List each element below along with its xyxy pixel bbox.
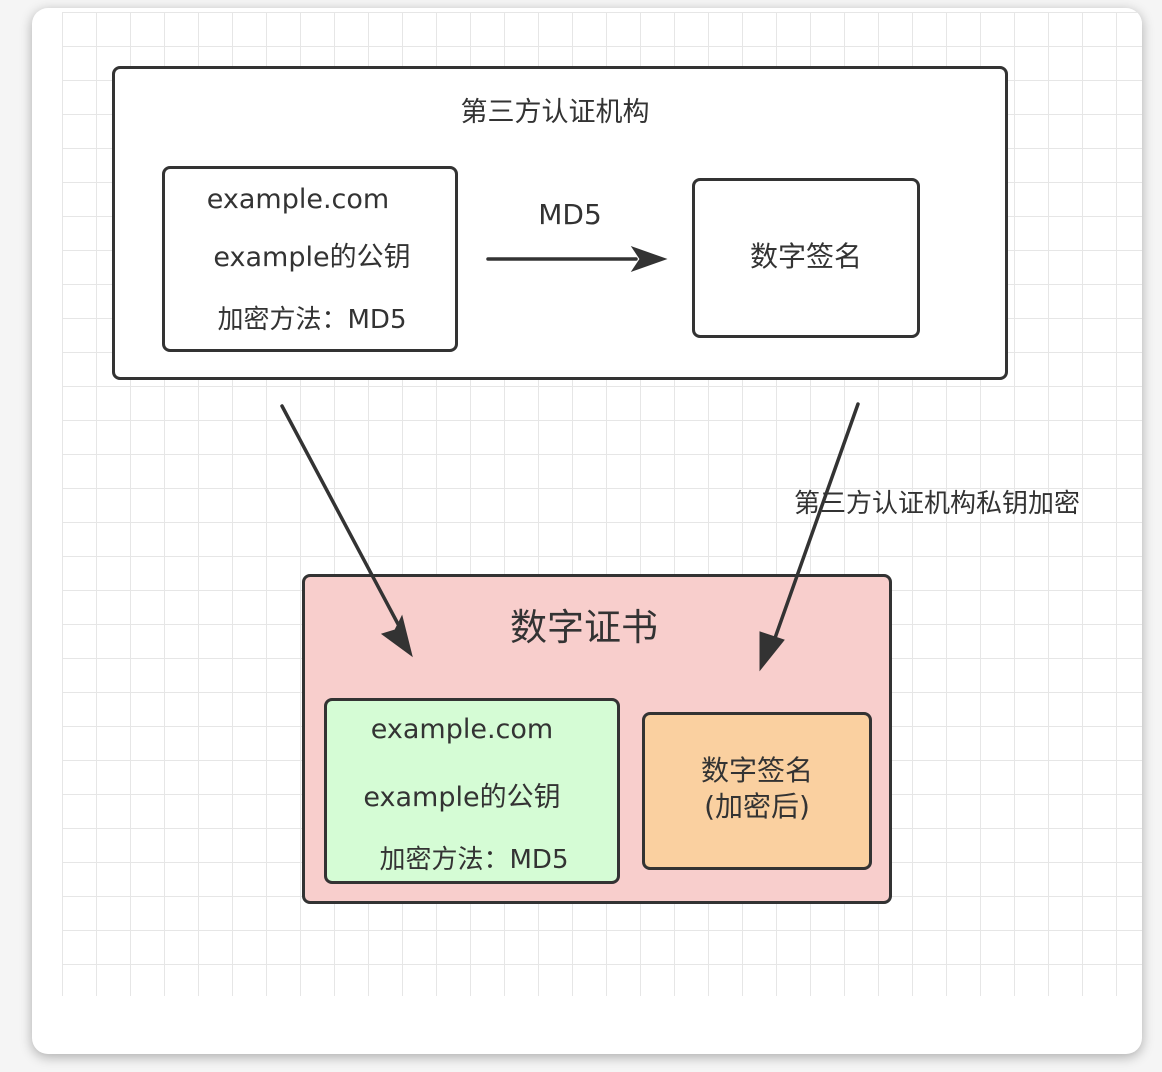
source-domain: example.com [206,184,390,215]
source-encryption-method: 加密方法：MD5 [217,305,407,335]
source-info-box [162,166,458,352]
certificate-encryption-method: 加密方法：MD5 [379,845,569,875]
certificate-content-box [324,698,620,884]
certificate-public-key: example的公钥 [363,782,561,813]
source-public-key: example的公钥 [213,242,411,273]
encrypt-label: 第三方认证机构私钥加密 [794,489,1081,519]
md5-label: MD5 [538,198,602,231]
md5-arrowhead [630,246,668,272]
right-arrowhead [759,631,785,672]
authority-title: 第三方认证机构 [460,97,650,128]
right-down-arrow-line [773,402,860,640]
left-down-arrow-line [280,404,400,626]
encrypted-signature-label: 数字签名 [700,754,813,787]
signature-box [692,178,920,338]
signature-label: 数字签名 [749,240,862,273]
encrypted-signature-note: (加密后) [704,790,810,823]
certificate-domain: example.com [370,714,554,745]
encrypted-signature-box [642,712,872,870]
left-arrowhead [380,614,413,658]
certificate-title: 数字证书 [510,606,658,649]
